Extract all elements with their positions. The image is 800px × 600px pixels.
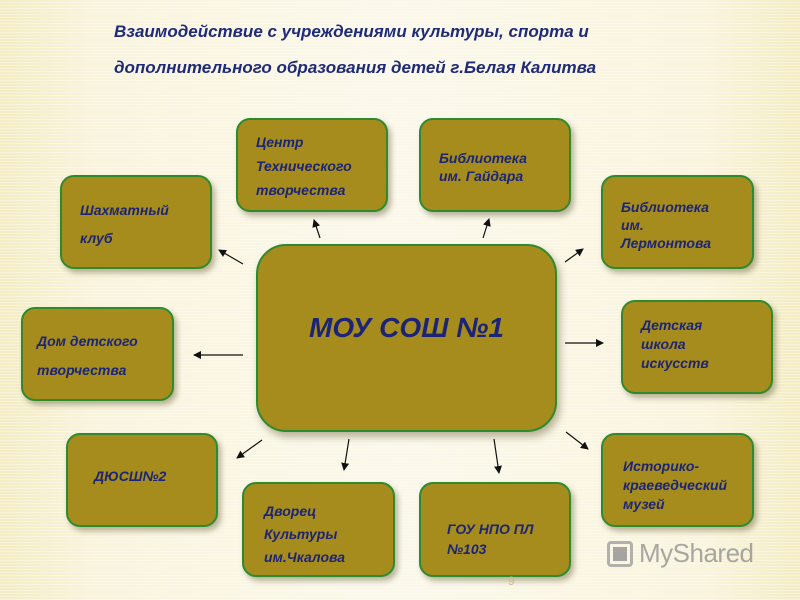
node-technical-line-1: Центр (256, 134, 304, 150)
node-gaidar-line-1: Библиотека (439, 150, 527, 166)
arrow-to-palace (341, 438, 350, 471)
myshared-logo-icon (607, 540, 633, 567)
title-line-1: Взаимодействие с учреждениями культуры, … (114, 22, 589, 41)
node-chess-line-1: Шахматный (80, 202, 169, 218)
node-palace-line-1: Дворец (264, 503, 317, 519)
center-node-school: МОУ СОШ №1 (256, 244, 557, 432)
node-museum: Историко- краеведческий музей (601, 433, 754, 527)
node-lermontov-library: Библиотека им. Лермонтова (601, 175, 754, 269)
arrow-to-technical (312, 219, 321, 239)
node-arts-school: Детская школа искусств (621, 300, 773, 394)
node-childrens-house: Дом детского творчества (21, 307, 174, 401)
node-vocational-school: ГОУ НПО ПЛ №103 (419, 482, 571, 577)
node-lermontov-line-2: им. (621, 217, 644, 233)
node-chess-line-2: клуб (80, 230, 113, 246)
node-arts-line-1: Детская (641, 317, 703, 333)
page-number: 9 (508, 574, 515, 588)
node-culture-palace: Дворец Культуры им.Чкалова (242, 482, 395, 577)
arrow-to-gou (493, 438, 502, 474)
node-sports-school: ДЮСШ№2 (66, 433, 218, 527)
node-gou-line-2: №103 (447, 541, 487, 557)
node-gaidar-line-2: им. Гайдара (439, 168, 524, 184)
node-technical-line-3: творчества (256, 182, 346, 198)
myshared-watermark: MyShared (607, 538, 754, 569)
node-house-line-2: творчества (37, 362, 127, 378)
node-technical-center: Центр Технического творчества (236, 118, 388, 212)
node-museum-line-1: Историко- (623, 458, 700, 474)
title-line-2: дополнительного образования детей г.Бела… (114, 58, 597, 77)
arrow-to-chess (218, 249, 244, 265)
arrow-to-lermontov (564, 248, 584, 263)
node-dyussh-line-1: ДЮСШ№2 (94, 468, 167, 484)
watermark-text: MyShared (639, 538, 754, 568)
node-house-line-1: Дом детского (37, 333, 138, 349)
node-arts-line-3: искусств (641, 355, 709, 371)
node-palace-line-3: им.Чкалова (264, 549, 346, 565)
node-palace-line-2: Культуры (264, 526, 338, 542)
node-lermontov-line-3: Лермонтова (621, 235, 712, 251)
node-gaidar-library: Библиотека им. Гайдара (419, 118, 571, 212)
slide-title: Взаимодействие с учреждениями культуры, … (114, 14, 754, 86)
arrow-to-dyussh (236, 439, 263, 459)
arrow-to-museum (565, 431, 589, 450)
arrow-to-gaidar (482, 218, 491, 239)
center-node-label: МОУ СОШ №1 (309, 312, 504, 343)
node-chess-club: Шахматный клуб (60, 175, 212, 269)
node-arts-line-2: школа (641, 336, 686, 352)
node-gou-line-1: ГОУ НПО ПЛ (447, 521, 534, 537)
node-museum-line-3: музей (623, 496, 665, 512)
node-lermontov-line-1: Библиотека (621, 199, 709, 215)
node-technical-line-2: Технического (256, 158, 352, 174)
node-museum-line-2: краеведческий (623, 477, 728, 493)
